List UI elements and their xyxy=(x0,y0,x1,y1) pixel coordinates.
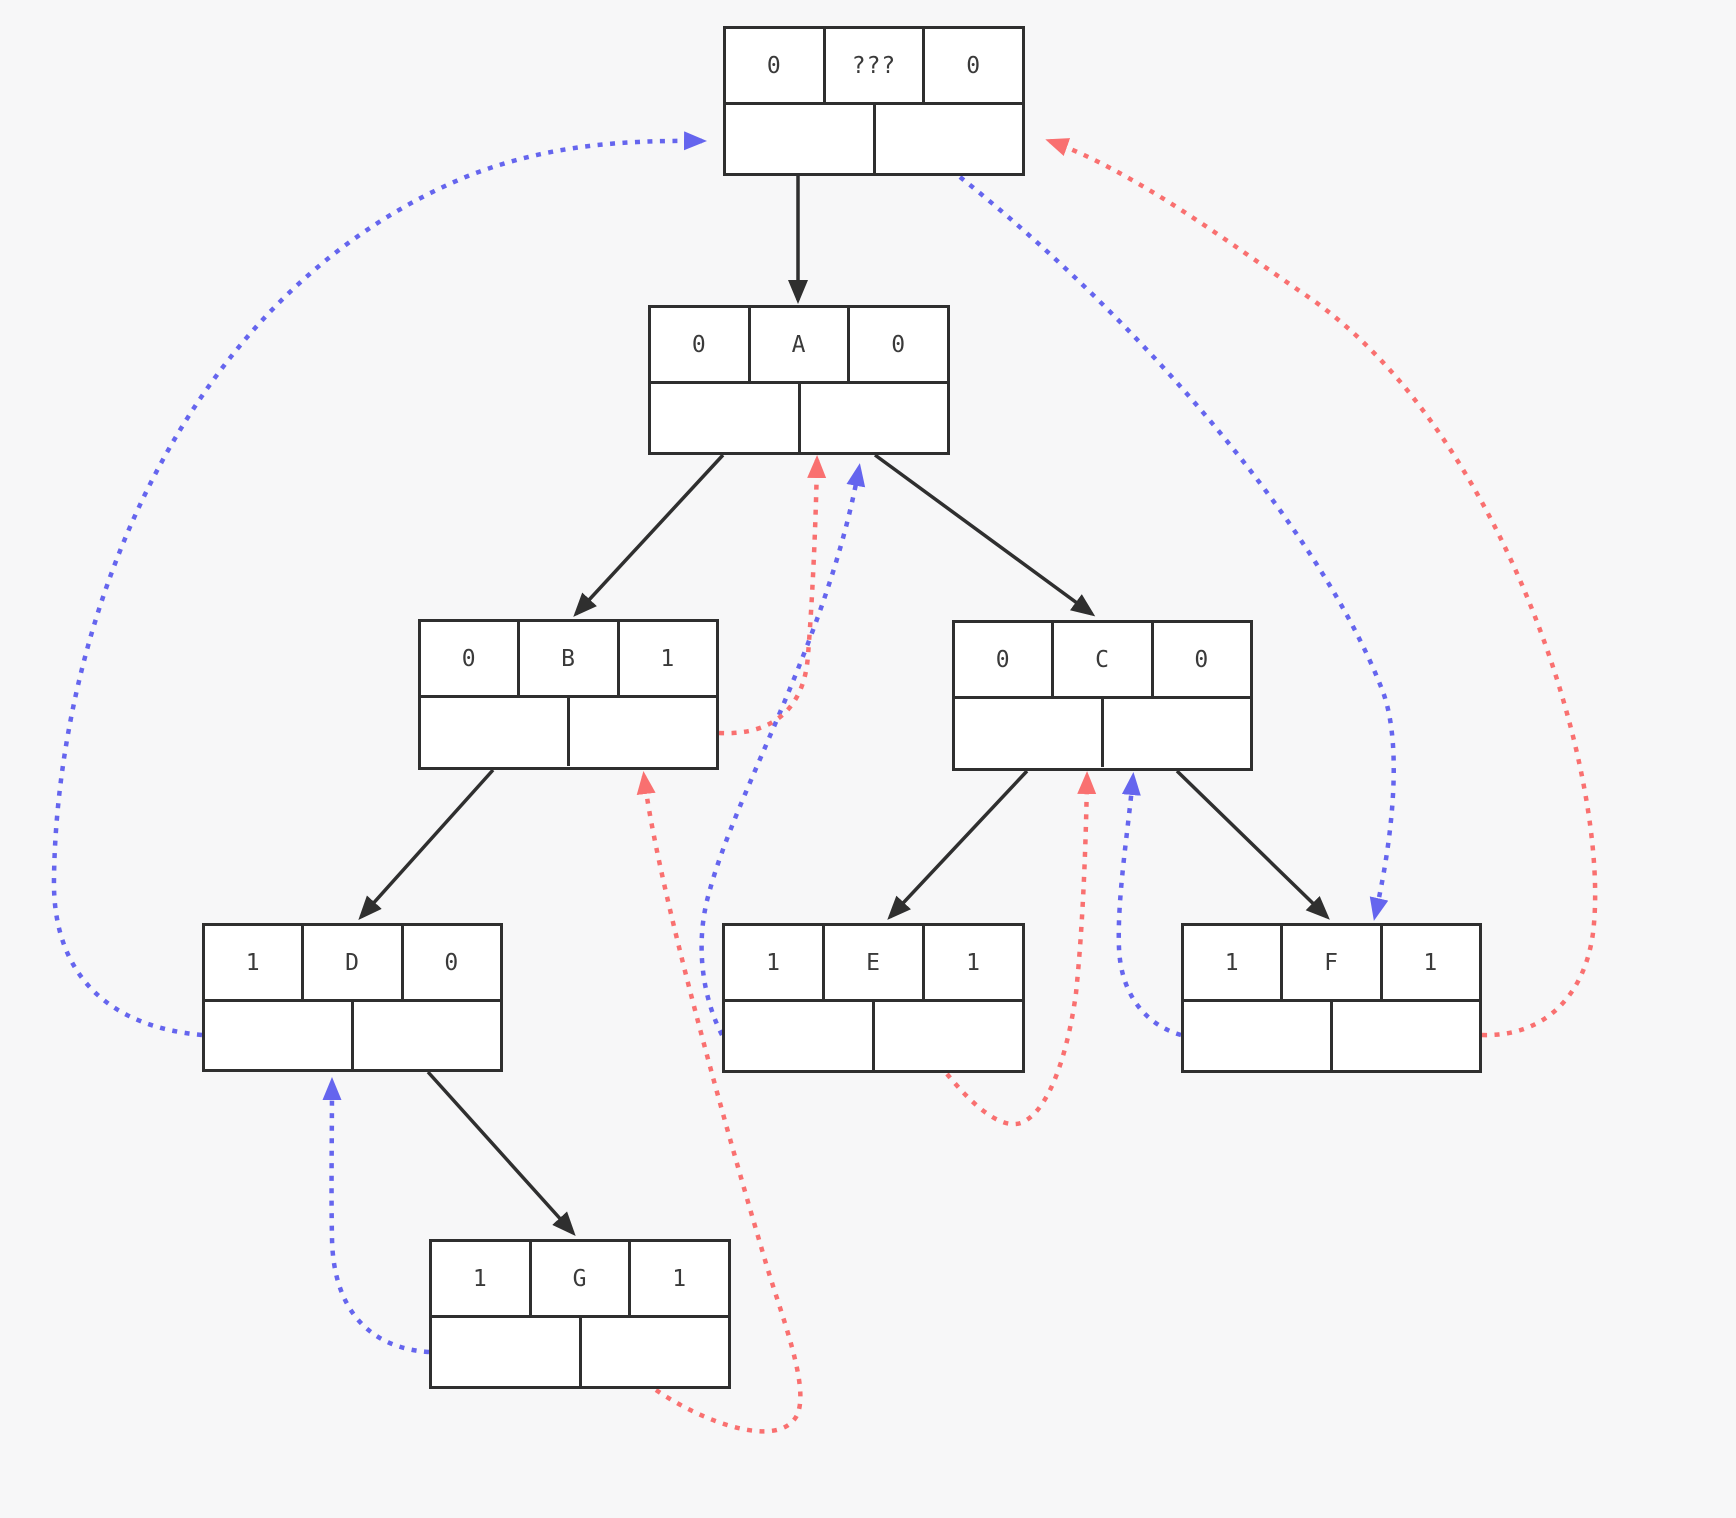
ltag-cell: 1 xyxy=(1184,926,1284,999)
rtag-cell: 0 xyxy=(1194,646,1210,673)
label-cell: ??? xyxy=(826,29,926,102)
label-cell: G xyxy=(532,1242,632,1315)
thread-right-B-A xyxy=(718,455,827,736)
edge-A-B xyxy=(573,453,725,617)
lchild-pointer-cell xyxy=(955,699,1104,767)
thread-left-F-C xyxy=(1116,772,1182,1038)
thread-left-G-D xyxy=(322,1077,430,1355)
rchild-pointer-cell xyxy=(1104,699,1250,767)
ltag-cell: 0 xyxy=(651,308,751,381)
rchild-pointer-cell xyxy=(354,1002,500,1070)
ltag-cell: 1 xyxy=(205,926,305,999)
label-cell: B xyxy=(520,622,620,695)
rchild-pointer-cell xyxy=(570,698,716,766)
rtag-cell: 0 xyxy=(891,331,907,358)
rtag-cell: 0 xyxy=(444,949,460,976)
rchild-pointer-cell xyxy=(875,1002,1022,1070)
node-header: 0???0 xyxy=(723,26,1025,176)
label-cell: D xyxy=(304,926,404,999)
rtag-cell: 1 xyxy=(660,645,676,672)
lchild-pointer-cell xyxy=(205,1002,354,1070)
rtag-cell: 0 xyxy=(966,52,982,79)
lchild-pointer-cell xyxy=(725,1002,875,1070)
edge-B-D xyxy=(358,768,495,920)
thread-left-D-header xyxy=(51,131,707,1038)
rchild-pointer-cell xyxy=(876,105,1023,173)
rchild-pointer-cell xyxy=(801,384,948,452)
ltag-cell: 1 xyxy=(725,926,825,999)
label-cell: F xyxy=(1283,926,1383,999)
label-cell: A xyxy=(751,308,851,381)
rtag-cell: 1 xyxy=(966,949,981,976)
rchild-pointer-cell xyxy=(582,1318,729,1386)
lchild-pointer-cell xyxy=(1184,1002,1333,1070)
ltag-cell: 1 xyxy=(432,1242,532,1315)
edge-D-G xyxy=(426,1070,576,1236)
rtag-cell: 1 xyxy=(672,1265,688,1292)
label-cell: E xyxy=(825,926,925,999)
ltag-cell: 0 xyxy=(726,29,826,102)
rtag-cell: 1 xyxy=(1423,949,1439,976)
ltag-cell: 0 xyxy=(421,622,521,695)
ltag-cell: 0 xyxy=(955,623,1055,696)
rchild-pointer-cell xyxy=(1333,1002,1479,1070)
thread-right-F-header xyxy=(1045,138,1598,1038)
lchild-pointer-cell xyxy=(726,105,876,173)
edge-C-F xyxy=(1175,769,1330,920)
edge-C-E xyxy=(887,769,1029,920)
lchild-pointer-cell xyxy=(651,384,801,452)
lchild-pointer-cell xyxy=(432,1318,582,1386)
thread-right-header-F xyxy=(958,175,1396,921)
lchild-pointer-cell xyxy=(421,698,570,766)
label-cell: C xyxy=(1054,623,1154,696)
edge-A-C xyxy=(873,453,1096,617)
